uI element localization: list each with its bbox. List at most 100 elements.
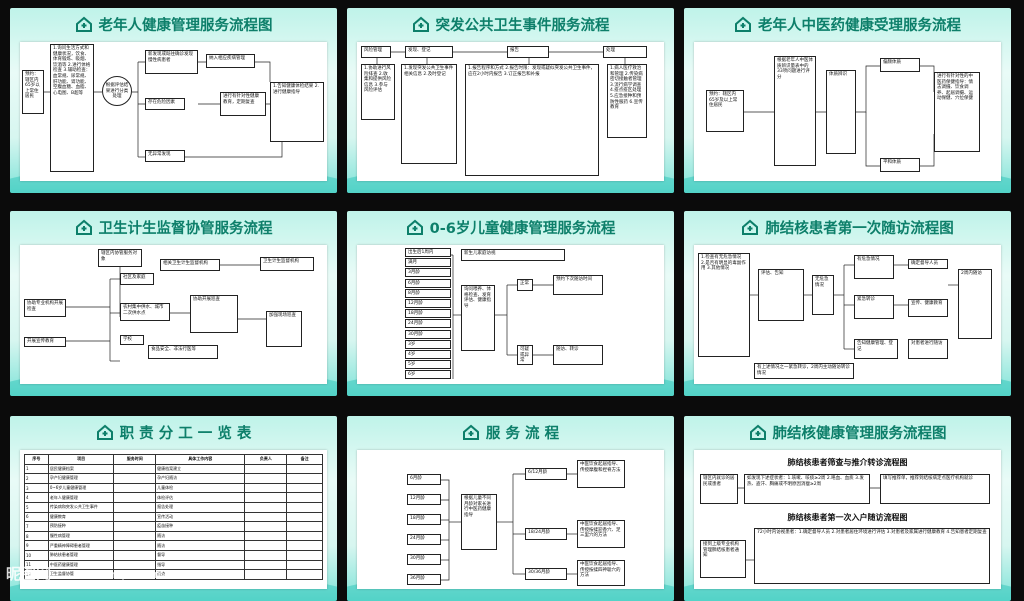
age-10: 4岁 [405, 350, 451, 359]
age-11: 5岁 [405, 360, 451, 370]
panel-service-flow: 服 务 流 程 6月龄 12月龄 18月龄 24月龄 30月龄 36月龄 根据儿… [347, 416, 674, 601]
box-emergency: 有危急情况 [854, 255, 894, 279]
col-header: 具体工作内容 [155, 454, 246, 465]
cell [286, 501, 323, 513]
panel-title: 肺结核患者第一次随访流程图 [765, 221, 954, 237]
header-handle: 处理 [603, 46, 647, 58]
cell [244, 492, 288, 503]
col-header: 序号 [24, 454, 49, 465]
cell [244, 559, 288, 571]
box-next: 预约下次随访时间 [553, 275, 603, 295]
right-30-36: 中医饮食起居指导、传授按揉四神聪穴的方法 [577, 560, 625, 586]
box-education: 进行有针对性健康教育，定期复查 [220, 92, 266, 116]
panel-tcm-elderly: 老年人中医药健康受理服务流程 预约：辖区内65岁及以上常住居民 根据老年人中医体… [684, 8, 1011, 193]
box-score: 根据老年人中医体质辨识量表中的33项问题进行评分 [774, 56, 816, 166]
home-plus-icon [741, 219, 759, 239]
flowchart: 1.检查有无危急情况 2.是否有明显的毒副作用 3.其他情况 评估、告知 无危急… [694, 245, 1001, 384]
cell: 4 [24, 492, 49, 503]
col-discover: 1.发现突发公共卫生事件相关信息 2.及时登记 [401, 64, 457, 164]
cell: 传染病和突发公共卫生事件 [47, 501, 115, 513]
flowchart: 出生后1周内 满月 3月龄 6月龄 8月龄 12月龄 18月龄 24月龄 30月… [357, 245, 664, 384]
panel-tb-management: 肺结核健康管理服务流程图 肺结核患者筛查与推介转诊流程图 辖区内就诊的居民或患者… [684, 416, 1011, 601]
panel-title: 突发公共卫生事件服务流程 [435, 18, 610, 34]
home-plus-icon [734, 16, 752, 36]
box-72h: 72小时内访视患者：1.确定督导人员 2.对患者居住环境进行评估 3.对患者及家… [754, 528, 990, 584]
box-check: 询问喂养、体格检查、发育评估、健康指导 [461, 285, 495, 351]
age-4: 8月龄 [405, 288, 451, 298]
box-new-disease: 新发现或既往确诊发现慢性病患者 [145, 50, 198, 74]
box-visit: 新生儿家庭访视 [461, 249, 565, 261]
cell: 慢性病管理 [47, 530, 115, 542]
age-18m: 18月龄 [407, 514, 441, 525]
cell: 3 [24, 482, 49, 494]
cell: 严重精神障碍患者管理 [47, 540, 115, 551]
cell: 老年人健康管理 [47, 492, 115, 503]
cell [113, 492, 157, 503]
right-18-24: 中医饮食起居指导、传授按揉迎香穴、足三里穴的方法 [577, 520, 625, 548]
cell [244, 530, 288, 542]
cell [286, 511, 323, 523]
age-8: 30月龄 [405, 329, 451, 339]
box-symptoms: 如发现下述症状者：1.咳嗽、咳痰≥2周 2.咯血、血痰 3.发热、盗汗、胸痛或不… [744, 474, 870, 504]
cell: 10 [24, 549, 49, 561]
col-header: 负责人 [244, 454, 288, 465]
header-report: 报告 [507, 46, 549, 58]
box-publicity: 开展宣传教育 [24, 337, 66, 347]
box-check: 1.检查有无危急情况 2.是否有明显的毒副作用 3.其他情况 [698, 253, 750, 357]
col-handle: 1.病人医疗救治和管理 2.传染病密切接触者管理 3.流行病学调查 4.疫点疫区… [607, 64, 647, 138]
cell: 健康档案建立 [155, 463, 246, 475]
box-abnormal: 可疑或异常 [517, 345, 533, 365]
right-6-12: 中医饮食起居指导、传授摩腹和捏脊方法 [577, 460, 625, 488]
age-12: 6岁 [405, 370, 451, 380]
cell: 居民健康档案 [47, 463, 115, 475]
cell: 指导 [155, 559, 246, 571]
cell [113, 511, 157, 523]
cell: 督导 [155, 549, 246, 561]
cell: 5 [24, 501, 49, 513]
cell [244, 511, 288, 523]
age-6: 18月龄 [405, 309, 451, 319]
age-24m: 24月龄 [407, 534, 441, 545]
mid-30-36: 30/36月龄 [525, 568, 567, 580]
cell [113, 530, 157, 542]
box-balanced: 平和体质 [880, 158, 920, 172]
cell [286, 482, 323, 494]
cell [244, 549, 288, 561]
age-36m: 36月龄 [407, 574, 441, 585]
mid-6-12: 6/12月龄 [525, 468, 567, 480]
panel-title: 服 务 流 程 [485, 426, 560, 442]
home-plus-icon [75, 219, 93, 239]
box-notice: 接到上级专业机构管理肺结核患者通知 [700, 540, 746, 578]
cell: 1 [24, 463, 49, 475]
col-report: 1.报告程序和方式 2.报告时限：发现或疑似突发公共卫生事件，应在2小时内报告 … [465, 64, 599, 176]
cell: 健康教育 [47, 511, 115, 523]
panel-title: 肺结核健康管理服务流程图 [772, 426, 947, 442]
cell: 6 [24, 511, 49, 523]
cell: 疫苗接种 [155, 521, 246, 532]
watermark-id: BY:4356082 [919, 568, 984, 581]
cell [113, 463, 157, 475]
cell [244, 540, 288, 551]
cell: 宣传活动 [155, 511, 246, 523]
age-12m: 12月龄 [407, 494, 441, 505]
box-register: 告知健康管理、登记 [854, 339, 898, 359]
age-2: 3月龄 [405, 268, 451, 278]
box-inquiry: 1.询问生活方式和健康状况，饮食、体育锻炼、吸烟、饮酒等 2.进行体格检查 3.… [50, 44, 94, 172]
box-appointment: 预约：辖区内65岁及以上常住居民 [706, 90, 744, 132]
box-risk: 存在危险因素 [145, 98, 185, 110]
flowchart: 风险管理 发现、登记 报告 处理 1.协助进行风险排查 2.收集和提供风险信息 … [357, 42, 664, 181]
flowchart: 6月龄 12月龄 18月龄 24月龄 30月龄 36月龄 根据儿童不同月龄对家长… [357, 450, 664, 589]
cell [286, 492, 323, 503]
box-community: 社区及家庭 [120, 273, 154, 285]
home-plus-icon [412, 16, 430, 36]
col-risk: 1.协助进行风险排查 2.收集和提供风险信息 3.参与风险评估 [361, 64, 395, 120]
box-referral: 紧急转诊 [854, 295, 894, 319]
flowchart: 肺结核患者筛查与推介转诊流程图 辖区内就诊的居民或患者 如发现下述症状者：1.咳… [694, 450, 1001, 589]
subtitle-screening: 肺结核患者筛查与推介转诊流程图 [787, 458, 908, 467]
box-inspect: 加强现场巡查 [266, 311, 302, 347]
